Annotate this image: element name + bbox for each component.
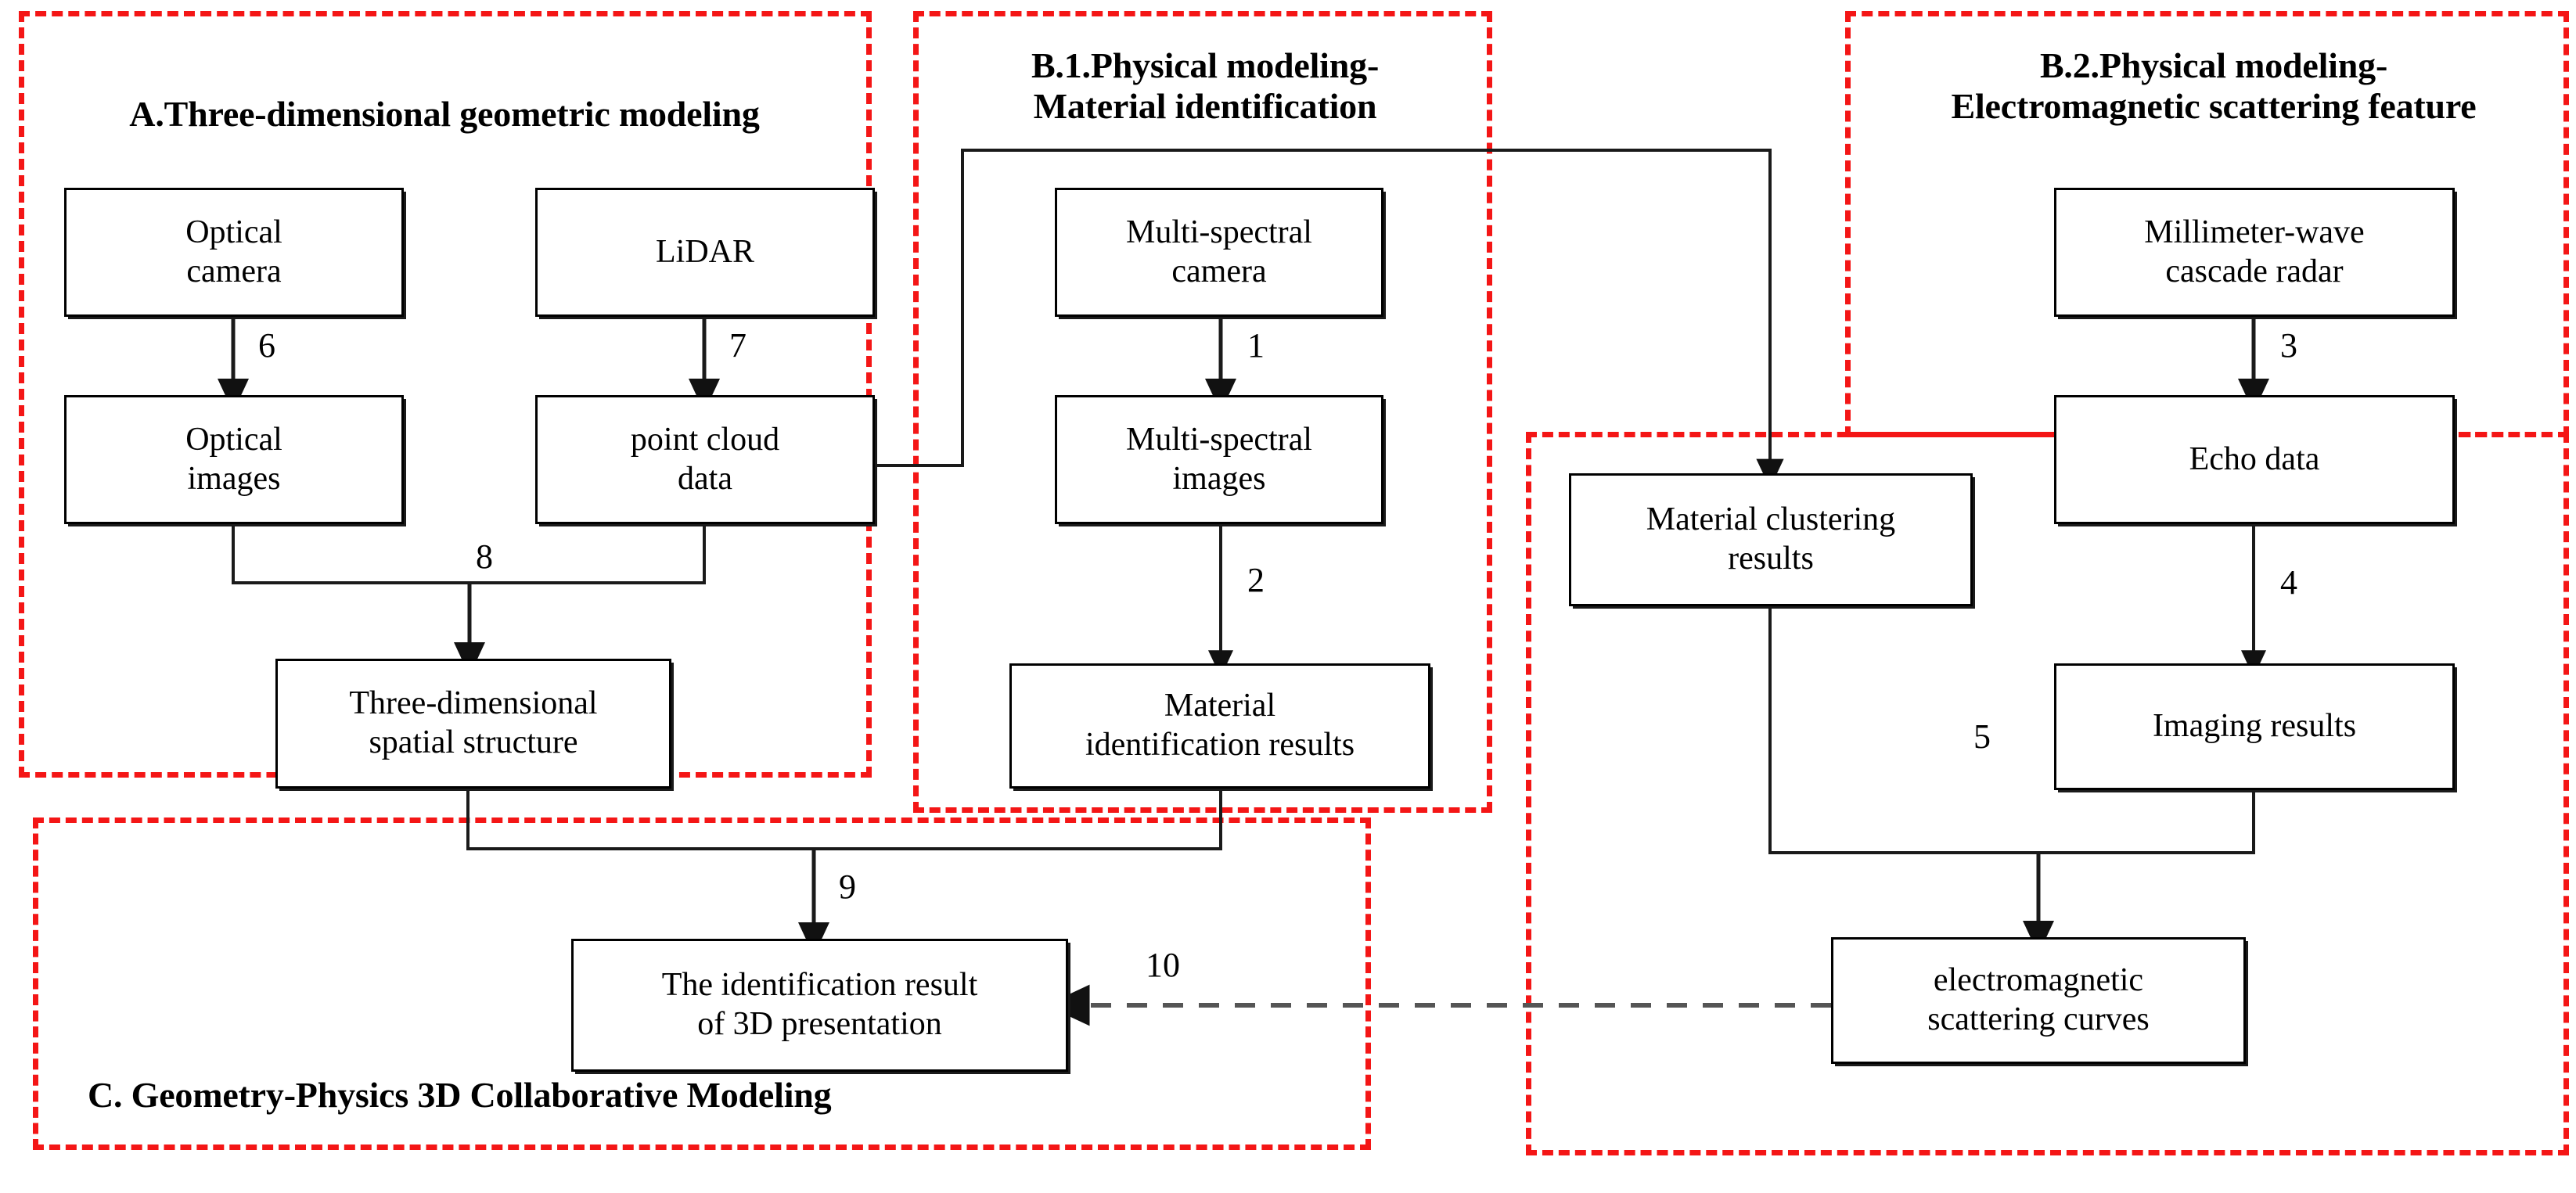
node-multi-spectral-camera[interactable]: Multi-spectral camera	[1055, 188, 1383, 317]
edge-label-10: 10	[1146, 946, 1180, 984]
caption-region-a: A.Three-dimensional geometric modeling	[129, 94, 760, 134]
caption-region-c: C. Geometry-Physics 3D Collaborative Mod…	[88, 1075, 832, 1115]
node-electromagnetic-scattering-curves[interactable]: electromagnetic scattering curves	[1831, 937, 2246, 1064]
edge-label-6: 6	[258, 326, 275, 365]
node-material-clustering-results[interactable]: Material clustering results	[1569, 473, 1973, 606]
node-three-dimensional-spatial-structure[interactable]: Three-dimensional spatial structure	[275, 659, 671, 789]
node-lidar[interactable]: LiDAR	[535, 188, 875, 317]
edge-label-5: 5	[1973, 717, 1991, 756]
edge-label-1: 1	[1247, 326, 1265, 365]
node-multi-spectral-images[interactable]: Multi-spectral images	[1055, 395, 1383, 524]
caption-region-b1: B.1.Physical modeling- Material identifi…	[1031, 45, 1380, 126]
node-optical-camera[interactable]: Optical camera	[64, 188, 404, 317]
edge-label-4: 4	[2280, 563, 2297, 602]
node-millimeter-wave-cascade-radar[interactable]: Millimeter-wave cascade radar	[2054, 188, 2455, 317]
region-b2-lower	[1526, 432, 2569, 1155]
node-identification-result-3d[interactable]: The identification result of 3D presenta…	[571, 939, 1068, 1072]
node-optical-images[interactable]: Optical images	[64, 395, 404, 524]
edge-label-9: 9	[839, 868, 856, 906]
node-imaging-results[interactable]: Imaging results	[2054, 663, 2455, 790]
edge-label-7: 7	[729, 326, 747, 365]
caption-region-b2: B.2.Physical modeling- Electromagnetic s…	[1951, 45, 2477, 126]
node-echo-data[interactable]: Echo data	[2054, 395, 2455, 524]
edge-label-8: 8	[476, 537, 493, 576]
node-material-identification-results[interactable]: Material identification results	[1009, 663, 1430, 789]
node-point-cloud-data[interactable]: point cloud data	[535, 395, 875, 524]
edge-label-3: 3	[2280, 326, 2297, 365]
edge-label-2: 2	[1247, 561, 1265, 599]
